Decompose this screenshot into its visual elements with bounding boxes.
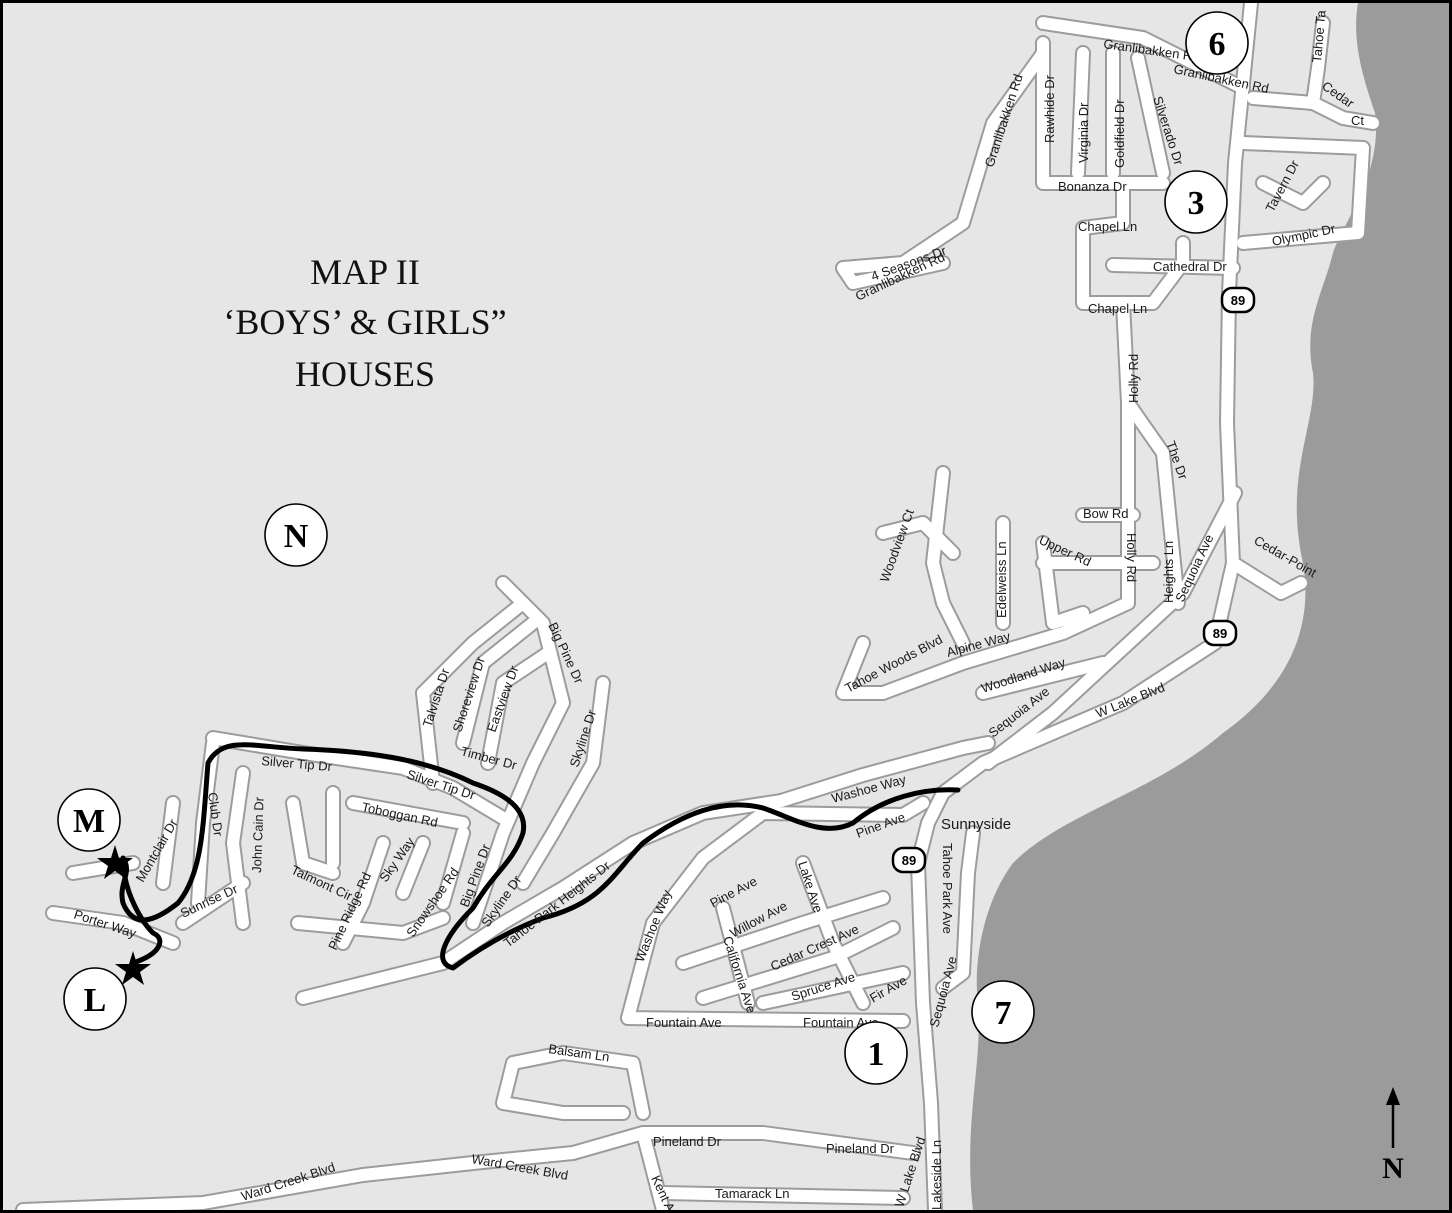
street-label: Lakeside Ln [929,1140,944,1210]
marker-6: 6 [1185,11,1249,75]
street-label: Bow Rd [1083,506,1129,521]
marker-M: M [57,788,121,852]
highway-shield-3: 89 [891,846,927,874]
street-label: Chapel Ln [1078,219,1137,234]
star-icon-l [115,951,151,985]
street-label: Woodview Ct [877,507,917,584]
street-label: Virginia Dr [1076,102,1091,163]
title-line-1: MAP II [310,252,420,292]
marker-1: 1 [844,1021,908,1085]
title-line-2: ‘BOYS’ & GIRLS” [223,302,506,342]
marker-N: N [264,503,328,567]
street-label: Pineland Dr [653,1134,722,1149]
street-label: Heights Ln [1161,541,1176,603]
street-label: John Cain Dr [249,796,267,873]
map-canvas: 89 89 89 Granlibakken Rd Granlibakken Rd… [15,3,1449,1210]
svg-text:89: 89 [902,853,916,868]
street-label: Holly Rd [1126,354,1141,403]
star-icon-m [97,845,133,879]
map-title: MAP II ‘BOYS’ & GIRLS” HOUSES [223,252,506,394]
street-label: Pine Ave [707,873,759,910]
svg-text:89: 89 [1231,293,1245,308]
highway-shield-1: 89 [1220,286,1256,314]
street-label: Bonanza Dr [1058,179,1127,194]
street-label: Tahoe Park Heights Dr [501,858,614,951]
title-line-3: HOUSES [295,354,435,394]
svg-text:6: 6 [1209,26,1226,63]
highlighted-route [119,742,961,971]
street-label: Goldfield Dr [1112,99,1127,168]
street-label: Ct [1351,113,1364,128]
marker-L: L [63,967,127,1031]
lake-water [970,3,1449,1210]
street-label: Holly Rd [1124,533,1139,582]
svg-text:89: 89 [1213,626,1227,641]
street-label: Lake Ave [795,859,826,914]
marker-3: 3 [1164,170,1228,234]
street-label: Chapel Ln [1088,301,1147,316]
street-label: Edelweiss Ln [994,541,1009,618]
street-label: Club Dr [205,791,226,837]
street-label: Tahoe Ta [1309,9,1329,63]
street-label: Pineland Dr [826,1141,895,1156]
marker-7: 7 [971,980,1035,1044]
svg-text:7: 7 [995,995,1012,1032]
street-label: Fountain Ave [646,1015,722,1030]
svg-text:N: N [284,518,309,555]
north-arrow-label: N [1382,1152,1404,1185]
svg-text:3: 3 [1188,185,1205,222]
street-label: Tahoe Park Ave [940,843,955,934]
street-label: Tamarack Ln [715,1186,789,1201]
street-label: W Lake Blvd [1094,680,1167,721]
place-label-sunnyside: Sunnyside [941,816,1011,833]
svg-text:1: 1 [868,1036,885,1073]
road-network [17,3,1379,1210]
street-label: Cathedral Dr [1153,259,1227,274]
street-label: Sequoia Ave [926,955,959,1029]
highway-shield-2: 89 [1202,619,1238,647]
street-label: Rawhide Dr [1042,74,1057,143]
north-arrow-icon: N [1382,1087,1404,1185]
svg-text:M: M [73,803,105,840]
svg-text:L: L [84,982,107,1019]
street-label: Silver Tip Dr [261,753,333,774]
